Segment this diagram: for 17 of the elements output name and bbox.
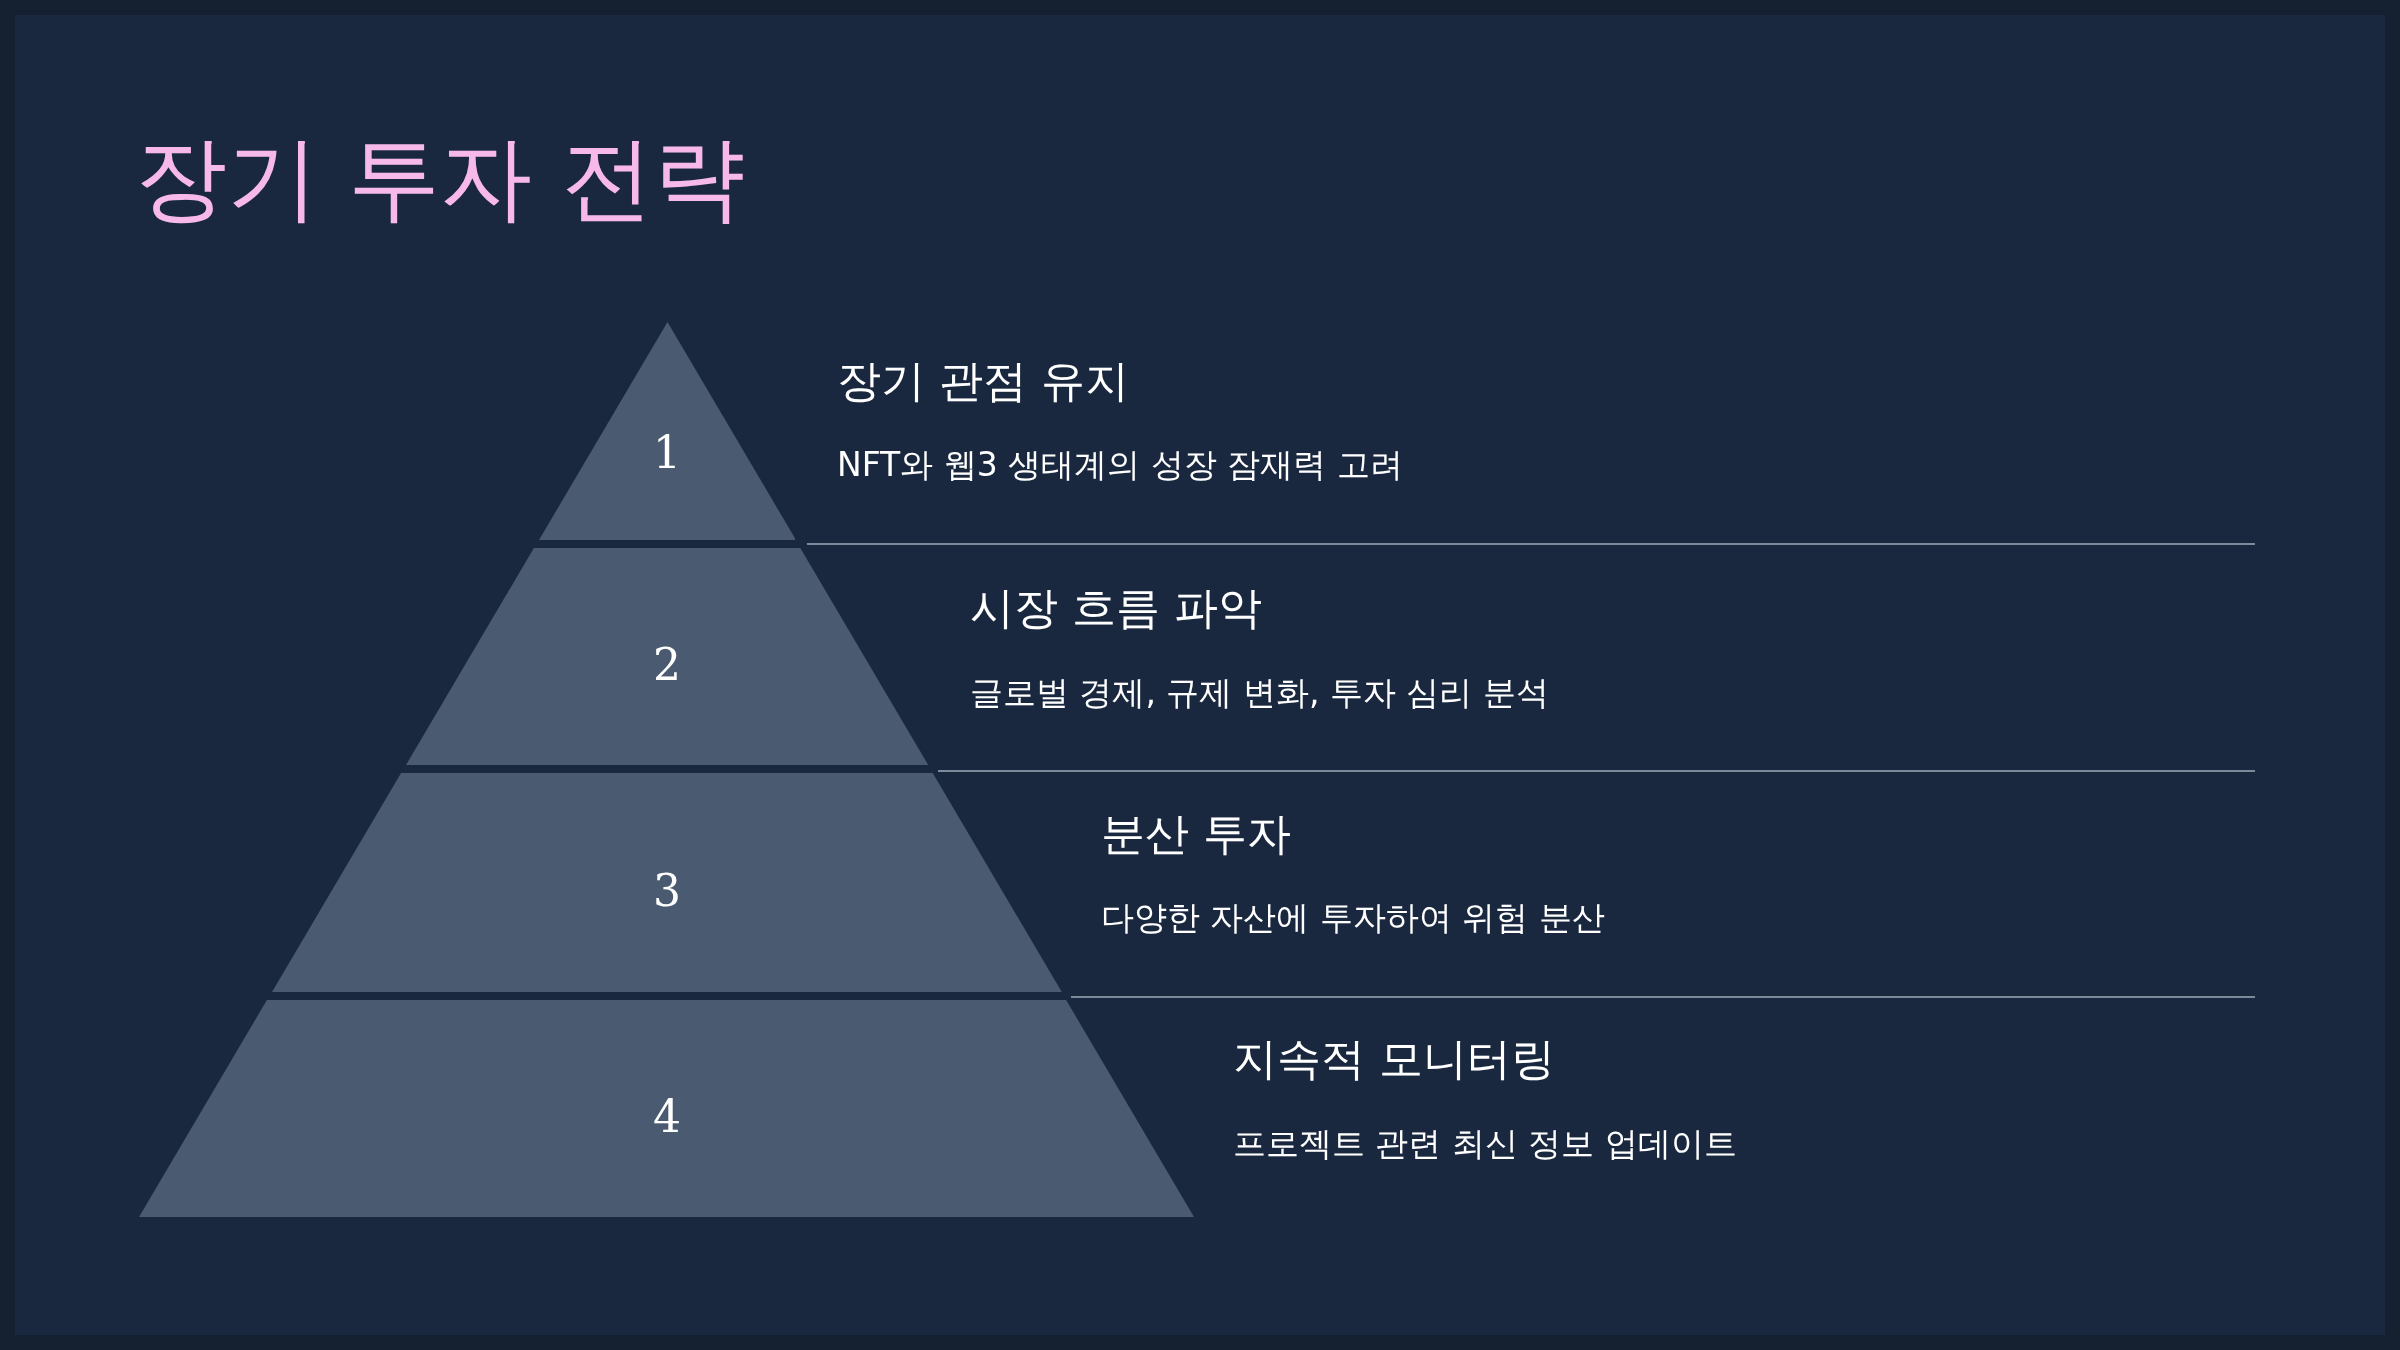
tier-number: 3: [652, 869, 682, 914]
tier-description: 프로젝트 관련 최신 정보 업데이트: [1233, 1124, 1737, 1164]
tier-heading: 분산 투자: [1101, 808, 1291, 861]
tier-heading: 시장 흐름 파악: [970, 582, 1262, 635]
pyramid-tier: [272, 773, 1062, 992]
pyramid-tier: [139, 1000, 1195, 1217]
pyramid-apex: [538, 322, 796, 540]
tier-heading: 지속적 모니터링: [1233, 1033, 1555, 1086]
tier-number: 4: [652, 1095, 682, 1140]
tier-number: 1: [652, 431, 682, 475]
tier-heading: 장기 관점 유지: [837, 355, 1129, 408]
title: 장기 투자 전략: [135, 128, 746, 230]
tier-description: 다양한 자산에 투자하여 위험 분산: [1101, 898, 1605, 938]
tier-description: NFT와 웹3 생태계의 성장 잠재력 고려: [837, 445, 1403, 485]
pyramid-tier: [405, 548, 929, 765]
tier-description: 글로벌 경제, 규제 변화, 투자 심리 분석: [970, 673, 1549, 713]
tier-number: 2: [652, 643, 682, 688]
